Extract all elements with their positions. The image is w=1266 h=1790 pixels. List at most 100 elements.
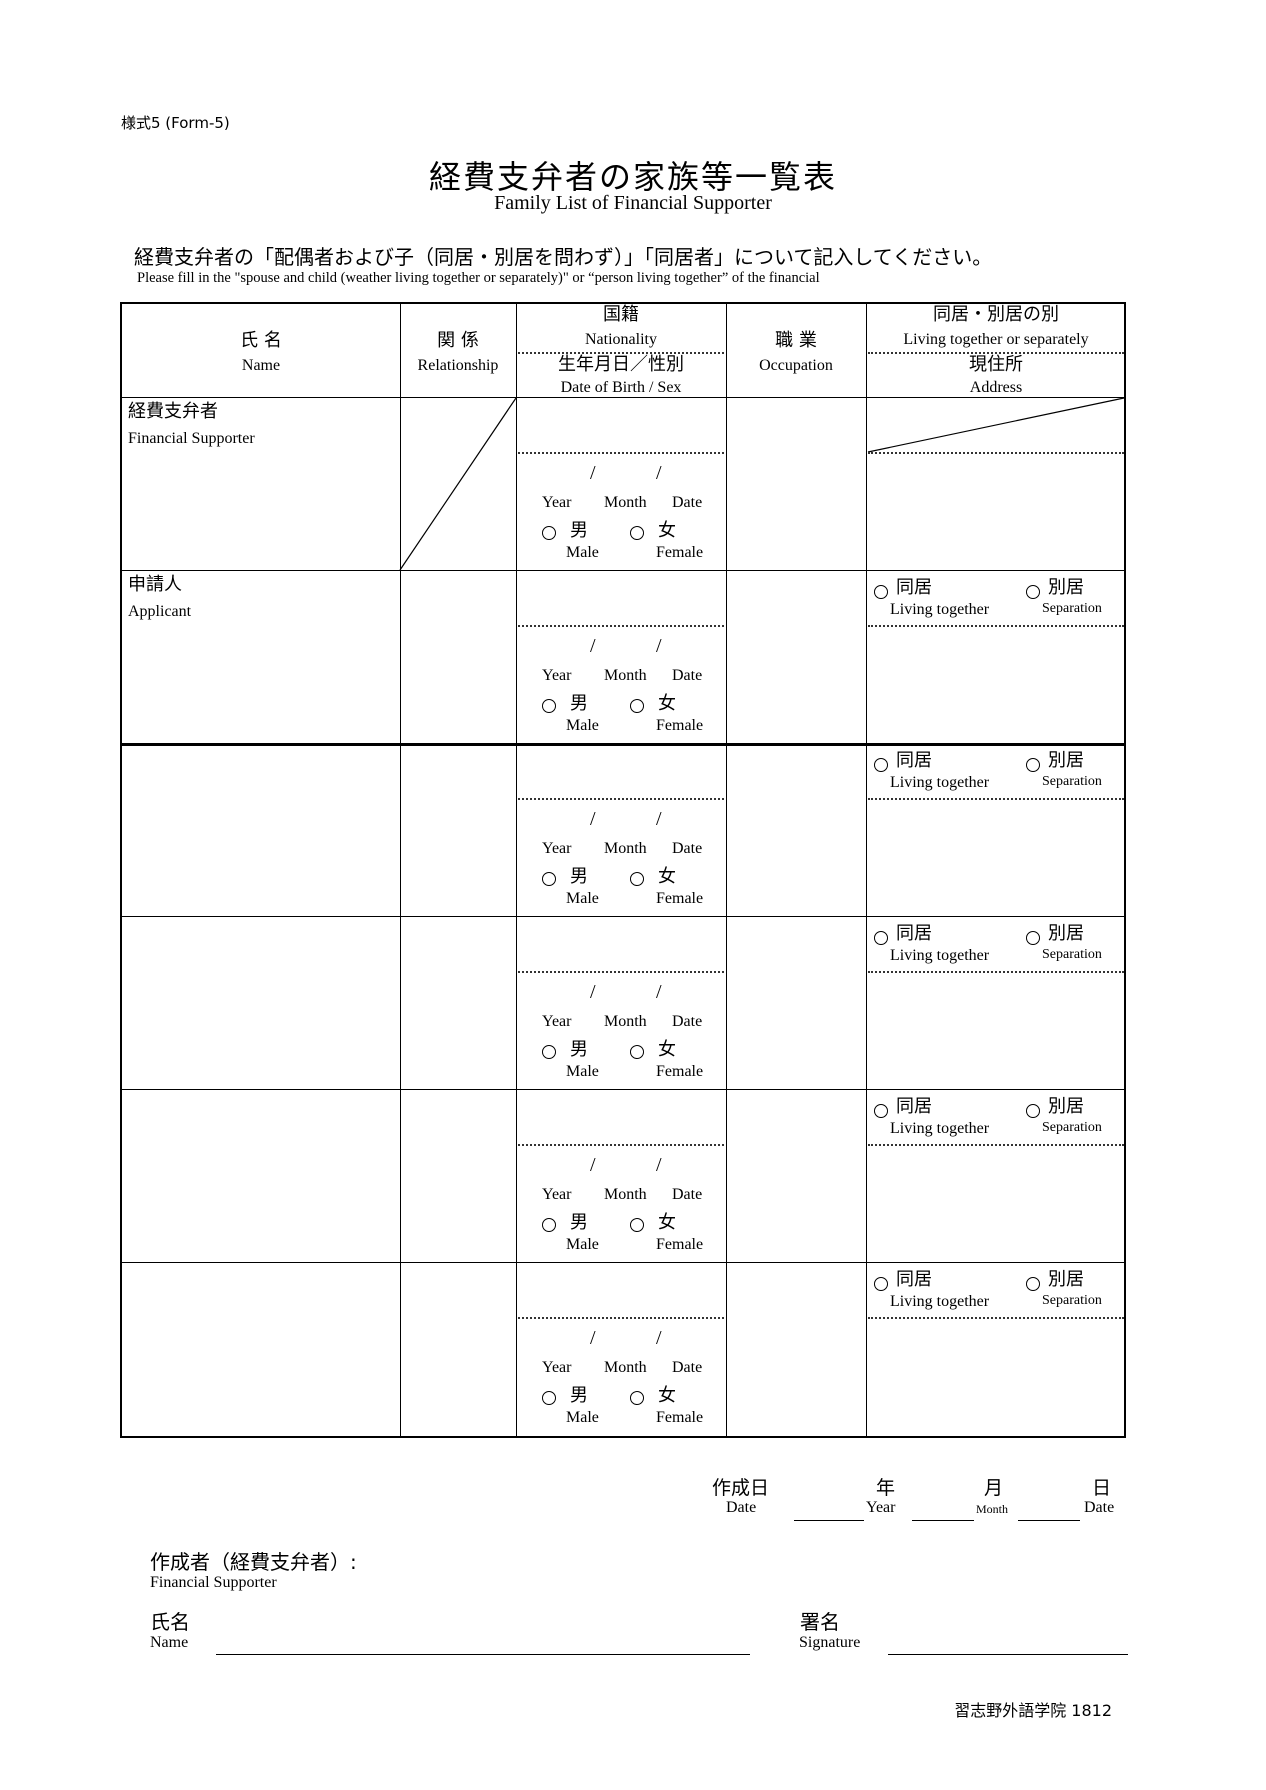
address-field[interactable] (868, 1321, 1124, 1434)
living-dotted-divider (868, 625, 1124, 627)
address-field[interactable] (868, 1148, 1124, 1261)
header-living-en: Living together or separately (903, 331, 1089, 348)
nationality-field[interactable] (518, 1090, 724, 1142)
separation-radio[interactable] (1026, 585, 1040, 599)
living-together-en: Living together (890, 1293, 990, 1310)
name-field[interactable] (124, 398, 398, 569)
occupation-field[interactable] (728, 917, 864, 1088)
dob-year-label: Year (542, 1013, 572, 1030)
col-divider (400, 304, 401, 1436)
name-field[interactable] (124, 744, 398, 915)
family-table: 氏 名 Name 関 係 Relationship 国籍 Nationality… (120, 302, 1126, 1438)
separation-radio[interactable] (1026, 758, 1040, 772)
relationship-field[interactable] (402, 1090, 514, 1261)
separation-radio[interactable] (1026, 1104, 1040, 1118)
living-together-jp: 同居 (896, 577, 932, 598)
header-dob-jp: 生年月日／性別 (558, 354, 684, 375)
male-radio[interactable] (542, 1218, 556, 1232)
date-day-jp: 日 (1092, 1477, 1112, 1499)
occupation-field[interactable] (728, 1263, 864, 1434)
header-address-jp: 現住所 (969, 354, 1023, 375)
name-field[interactable] (124, 917, 398, 1088)
living-together-en: Living together (890, 601, 990, 618)
male-radio[interactable] (542, 699, 556, 713)
dob-slash: / (590, 635, 596, 657)
occupation-field[interactable] (728, 744, 864, 915)
date-year-jp: 年 (876, 1477, 896, 1499)
male-radio[interactable] (542, 526, 556, 540)
date-year-field[interactable] (794, 1520, 864, 1521)
separation-en: Separation (1042, 947, 1102, 962)
nationality-dotted-divider (518, 798, 724, 800)
living-together-radio[interactable] (874, 1277, 888, 1291)
female-radio[interactable] (630, 699, 644, 713)
nationality-field[interactable] (518, 917, 724, 969)
separation-en: Separation (1042, 601, 1102, 616)
female-radio[interactable] (630, 1045, 644, 1059)
separation-jp: 別居 (1048, 1269, 1084, 1290)
dob-slash: / (656, 462, 662, 484)
living-together-jp: 同居 (896, 923, 932, 944)
address-field[interactable] (868, 456, 1124, 569)
relationship-field[interactable] (402, 398, 514, 569)
female-radio[interactable] (630, 1391, 644, 1405)
relationship-field[interactable] (402, 917, 514, 1088)
female-radio[interactable] (630, 872, 644, 886)
living-dotted-divider (868, 798, 1124, 800)
separation-jp: 別居 (1048, 923, 1084, 944)
female-radio[interactable] (630, 526, 644, 540)
nationality-field[interactable] (518, 744, 724, 796)
relationship-field[interactable] (402, 744, 514, 915)
dob-slash: / (590, 808, 596, 830)
dob-slash: / (656, 981, 662, 1003)
dob-month-label: Month (604, 1359, 647, 1376)
living-together-radio[interactable] (874, 585, 888, 599)
dob-date-label: Date (672, 494, 703, 511)
living-together-radio[interactable] (874, 931, 888, 945)
separation-jp: 別居 (1048, 1096, 1084, 1117)
dob-month-label: Month (604, 840, 647, 857)
creator-name-field[interactable] (216, 1654, 750, 1655)
occupation-field[interactable] (728, 398, 864, 569)
male-label-jp: 男 (570, 1212, 588, 1233)
date-month-field[interactable] (912, 1520, 974, 1521)
male-radio[interactable] (542, 872, 556, 886)
dob-slash: / (590, 981, 596, 1003)
nationality-field[interactable] (518, 571, 724, 623)
signature-field[interactable] (888, 1654, 1128, 1655)
nationality-dotted-divider (518, 1317, 724, 1319)
relationship-field[interactable] (402, 1263, 514, 1434)
dob-date-label: Date (672, 1186, 703, 1203)
name-field[interactable] (124, 1263, 398, 1434)
living-together-radio[interactable] (874, 1104, 888, 1118)
signature-label-en: Signature (799, 1634, 861, 1651)
separation-radio[interactable] (1026, 1277, 1040, 1291)
row-divider (122, 570, 1124, 571)
female-label-jp: 女 (658, 866, 676, 887)
name-field[interactable] (124, 571, 398, 742)
occupation-field[interactable] (728, 571, 864, 742)
occupation-field[interactable] (728, 1090, 864, 1261)
name-field[interactable] (124, 1090, 398, 1261)
separation-radio[interactable] (1026, 931, 1040, 945)
address-field[interactable] (868, 629, 1124, 742)
separation-jp: 別居 (1048, 750, 1084, 771)
relationship-field[interactable] (402, 571, 514, 742)
nationality-field[interactable] (518, 1263, 724, 1315)
row-label-jp: 経費支弁者 (128, 401, 218, 422)
living-dotted-divider (868, 1317, 1124, 1319)
address-field[interactable] (868, 975, 1124, 1088)
male-radio[interactable] (542, 1391, 556, 1405)
female-label-jp: 女 (658, 693, 676, 714)
female-radio[interactable] (630, 1218, 644, 1232)
dob-date-label: Date (672, 667, 703, 684)
dob-slash: / (656, 1154, 662, 1176)
date-month-en: Month (976, 1502, 1009, 1516)
living-together-radio[interactable] (874, 758, 888, 772)
separation-en: Separation (1042, 774, 1102, 789)
male-radio[interactable] (542, 1045, 556, 1059)
address-field[interactable] (868, 802, 1124, 915)
row-divider (122, 1262, 1124, 1263)
date-day-field[interactable] (1018, 1520, 1080, 1521)
nationality-field[interactable] (518, 398, 724, 450)
